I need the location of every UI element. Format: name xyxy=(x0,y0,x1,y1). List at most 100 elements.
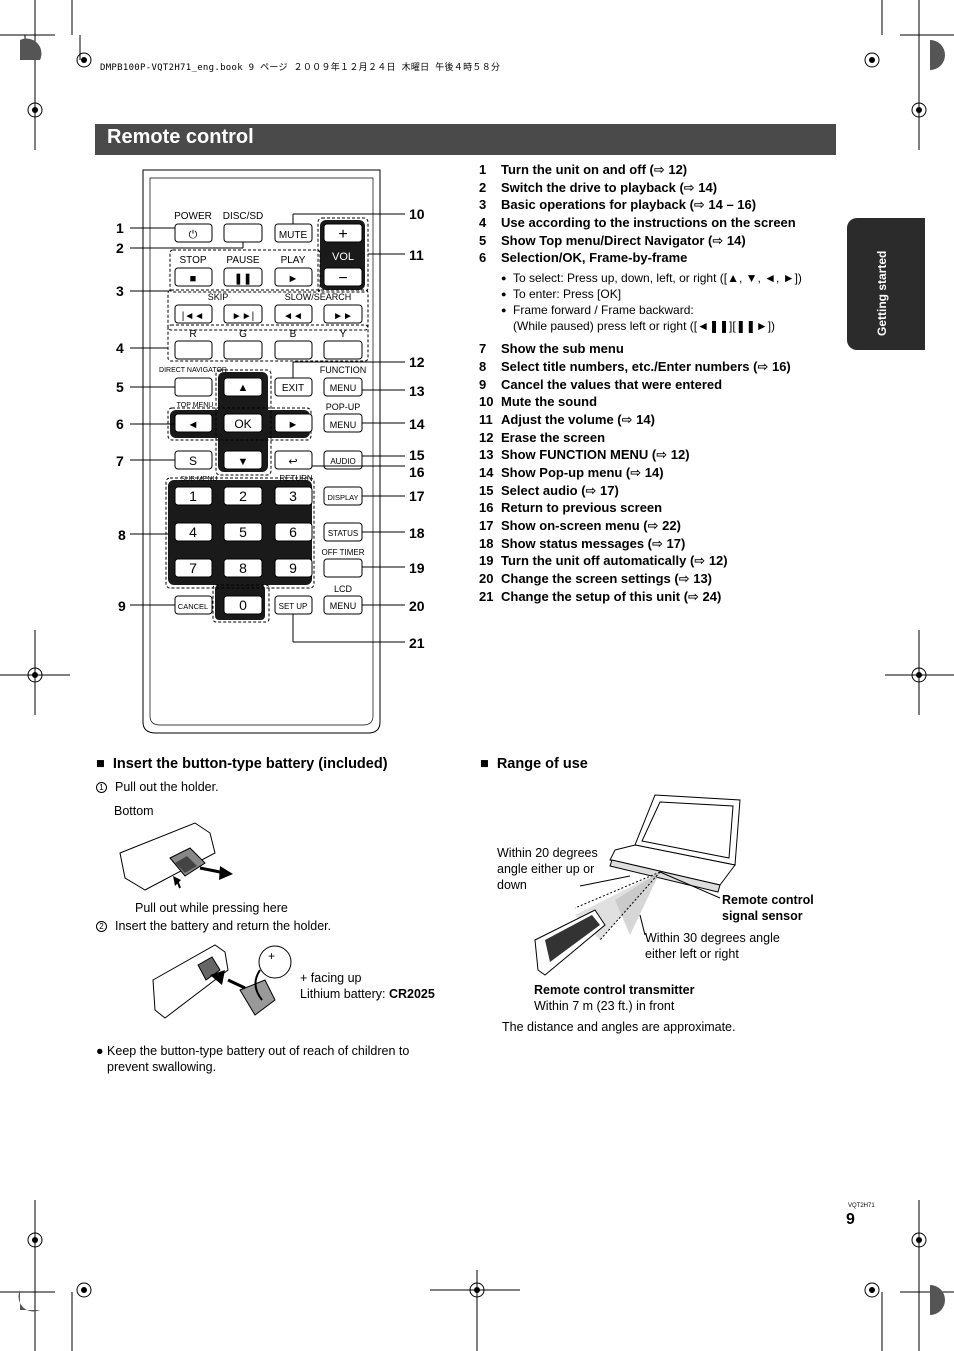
up-button[interactable] xyxy=(223,377,263,397)
digit-1-button[interactable] xyxy=(174,486,213,506)
callout-10: 10 xyxy=(409,206,425,222)
page-number: 9 xyxy=(846,1211,855,1228)
side-tab-label: Getting started xyxy=(875,250,889,336)
side-tab: Getting started xyxy=(847,218,925,350)
r-label: R xyxy=(189,329,196,340)
s-text: S xyxy=(189,454,197,468)
callout-11: 11 xyxy=(409,247,424,263)
callout-17: 17 xyxy=(409,488,425,504)
right-button[interactable] xyxy=(274,413,313,433)
power-button[interactable] xyxy=(174,223,213,243)
audio-button[interactable] xyxy=(323,450,363,470)
callout-12: 12 xyxy=(409,354,425,370)
callout-2: 2 xyxy=(116,240,124,256)
stop-button[interactable] xyxy=(174,267,213,287)
lcd-label: LCD xyxy=(334,584,353,594)
digit-8-button[interactable] xyxy=(223,558,263,578)
down-button[interactable] xyxy=(223,450,263,470)
file-header-line: DMPB100P-VQT2H71_eng.book 9 ページ ２００９年１２月… xyxy=(100,63,501,73)
digit-4: 4 xyxy=(189,524,197,540)
digit-3-button[interactable] xyxy=(274,486,313,506)
skip-forward-icon: ►►| xyxy=(232,311,254,322)
blue-button[interactable] xyxy=(274,340,313,360)
vol-plus: + xyxy=(338,226,347,243)
red-button[interactable] xyxy=(174,340,213,360)
digit-1: 1 xyxy=(189,488,197,504)
callout-18: 18 xyxy=(409,525,425,541)
direct-navigator-label: DIRECT NAVIGATOR xyxy=(159,367,227,374)
green-button[interactable] xyxy=(223,340,263,360)
digit-8: 8 xyxy=(239,560,247,576)
sub-bullet-continuation: (While paused) press left or right ([◄❚❚… xyxy=(513,319,776,334)
ok-text: OK xyxy=(234,417,251,431)
callout-21: 21 xyxy=(409,635,425,651)
distance-label: Within 7 m (23 ft.) in front xyxy=(534,999,675,1013)
function-menu-button[interactable] xyxy=(323,377,363,397)
sub-bullet: ●To enter: Press [OK] xyxy=(501,287,622,302)
digit-2-button[interactable] xyxy=(223,486,263,506)
callout-7: 7 xyxy=(116,453,124,469)
digit-4-button[interactable] xyxy=(174,522,213,542)
pause-label: PAUSE xyxy=(226,255,259,266)
callout-19: 19 xyxy=(409,560,425,576)
digit-2: 2 xyxy=(239,488,247,504)
slow-back-button[interactable] xyxy=(274,304,313,324)
digit-6-button[interactable] xyxy=(274,522,313,542)
right-arrow-icon: ► xyxy=(288,419,299,431)
slow-forward-button[interactable] xyxy=(323,304,363,324)
digit-6: 6 xyxy=(289,524,297,540)
exit-text: EXIT xyxy=(282,383,304,394)
angle-30-label: Within 30 degrees angle xyxy=(645,931,780,945)
pull-out-label: Pull out while pressing here xyxy=(135,901,288,915)
return-button[interactable] xyxy=(274,450,313,470)
vol-minus: − xyxy=(338,270,347,287)
lithium-label: Lithium battery: CR2025 xyxy=(300,987,435,1001)
top-menu-label: TOP MENU xyxy=(177,402,214,409)
vol-down-button[interactable] xyxy=(323,267,363,287)
section-title-bar: Remote control xyxy=(95,124,836,155)
lcd-menu-text: MENU xyxy=(330,601,357,611)
yellow-button[interactable] xyxy=(323,340,363,360)
sub-bullet: ●Frame forward / Frame backward: xyxy=(501,303,694,318)
set-up-text: SET UP xyxy=(279,602,308,611)
digit-0: 0 xyxy=(239,597,247,613)
skip-back-button[interactable] xyxy=(174,304,213,324)
section-title: Remote control xyxy=(107,126,254,148)
digit-7-button[interactable] xyxy=(174,558,213,578)
callout-16: 16 xyxy=(409,464,425,480)
cancel-text: CANCEL xyxy=(178,602,208,611)
digit-5-button[interactable] xyxy=(223,522,263,542)
footer-code: VQT2H71 xyxy=(848,1203,875,1209)
ok-button[interactable] xyxy=(223,413,263,433)
callout-5: 5 xyxy=(116,379,124,395)
skip-forward-button[interactable] xyxy=(223,304,263,324)
direct-navigator-button[interactable] xyxy=(174,377,213,397)
play-icon: ► xyxy=(288,273,299,285)
callout-1: 1 xyxy=(116,220,124,236)
angle-20-label-3: down xyxy=(497,878,527,892)
digit-0-button[interactable] xyxy=(223,595,263,615)
range-heading: ■ Range of use xyxy=(480,756,588,772)
digit-9-button[interactable] xyxy=(274,558,313,578)
left-button[interactable] xyxy=(174,413,213,433)
pause-button[interactable] xyxy=(223,267,263,287)
play-button[interactable] xyxy=(274,267,313,287)
vol-up-button[interactable] xyxy=(323,223,363,243)
display-text: DISPLAY xyxy=(327,493,358,502)
range-of-use-illustration xyxy=(534,794,741,976)
off-timer-button[interactable] xyxy=(323,558,363,578)
power-label: POWER xyxy=(174,211,212,222)
disc-sd-button[interactable] xyxy=(223,223,263,243)
down-arrow-icon: ▼ xyxy=(238,456,249,468)
